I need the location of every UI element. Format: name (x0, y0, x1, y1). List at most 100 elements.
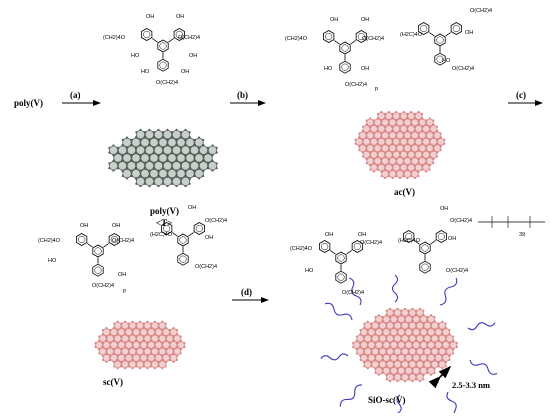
sheet-atom (153, 182, 156, 185)
sheet-atom (131, 359, 134, 362)
sheet-atom (127, 339, 130, 343)
benzene-ring (92, 244, 104, 258)
sheet-atom (184, 128, 187, 131)
sheet-hexagon (106, 347, 115, 356)
sheet-atom (105, 335, 108, 338)
sheet-atom (359, 341, 362, 345)
sheet-atom (417, 145, 421, 148)
sheet-atom (372, 149, 376, 152)
sheet-atom (366, 359, 369, 362)
sheet-atom (128, 361, 131, 364)
sheet-atom (164, 365, 167, 368)
sc-p: p (123, 288, 127, 294)
sheet-hexagon (102, 327, 111, 337)
sheet-atom (152, 136, 156, 139)
ac-chain-right: O(CH2)4 (470, 8, 493, 14)
sheet-hexagon (158, 321, 167, 331)
sheet-atom (415, 352, 418, 356)
sheet-atom (385, 339, 388, 343)
sheet-atom (404, 316, 407, 319)
sheet-atom (172, 339, 175, 343)
sheet-atom (429, 365, 433, 368)
sheet-atom (426, 354, 429, 358)
sheet-atom (402, 123, 405, 127)
sheet-atom (175, 329, 179, 332)
sheet-atom (376, 117, 379, 120)
sheet-hexagon (399, 163, 408, 172)
aromatic-circle (341, 63, 349, 71)
sheet-hexagon (381, 130, 389, 140)
ac-oh-6: HO (442, 58, 451, 64)
sheet-atom (168, 358, 172, 361)
sheet-atom (189, 146, 192, 149)
sheet-atom (139, 170, 142, 173)
sheet-atom (113, 335, 116, 338)
sio-chain-low-right: O(CH2)4 (446, 268, 469, 274)
sheet-atom (143, 152, 147, 155)
benzene-ring (157, 39, 169, 53)
sheet-hexagon (176, 152, 186, 164)
sheet-atom (180, 182, 183, 185)
sheet-atom (184, 138, 187, 142)
sheet-atom (211, 159, 214, 163)
sheet-hexagon (411, 143, 419, 153)
sheet-atom (396, 320, 399, 323)
sheet-atom (117, 146, 120, 149)
sheet-hexagon (167, 137, 177, 148)
sheet-hexagon (154, 353, 163, 363)
aromatic-circle (94, 266, 102, 274)
sheet-hexagon (382, 366, 391, 376)
sheet-hexagon (126, 144, 137, 156)
sheet-atom (374, 320, 377, 323)
sheet-atom (161, 367, 164, 370)
sheet-hexagon (360, 353, 368, 363)
sheet-atom (428, 151, 432, 154)
sheet-hexagon (419, 366, 428, 376)
sheet-atom (395, 170, 398, 174)
sheet-atom (418, 359, 421, 362)
aromatic-circle (159, 61, 167, 69)
sheet-hexagon (384, 124, 393, 134)
sheet-atom (429, 314, 433, 317)
aromatic-circle (421, 263, 429, 271)
sheet-hexagon (194, 168, 204, 179)
sheet-atom (175, 354, 179, 358)
sio-oh-3: HO (305, 268, 314, 274)
sheet-hexagon (433, 130, 442, 140)
sheet-hexagon (122, 152, 132, 164)
sheet-atom (166, 154, 169, 157)
sheet-atom (411, 354, 414, 358)
sheet-atom (380, 170, 383, 174)
sheet-atom (138, 346, 142, 349)
sheet-atom (128, 348, 131, 351)
sheet-atom (393, 335, 396, 338)
sheet-atom (362, 339, 366, 343)
sheet-atom (399, 164, 402, 167)
sheet-atom (150, 348, 153, 351)
sheet-atom (164, 322, 167, 325)
sheet-atom (161, 354, 164, 358)
sheet-hexagon (154, 340, 163, 350)
sheet-atom (410, 119, 413, 122)
sheet-hexagon (171, 129, 182, 140)
sheet-atom (157, 322, 161, 325)
sheet-atom (436, 138, 439, 141)
sheet-atom (172, 335, 175, 338)
sheet-atom (378, 335, 381, 338)
sheet-atom (437, 335, 440, 338)
sheet-atom (373, 132, 376, 135)
sheet-atom (157, 128, 160, 131)
aromatic-circle (163, 224, 171, 233)
sheet-atom (135, 146, 138, 149)
sheet-atom (153, 177, 156, 181)
ac-oh-1: OH (330, 17, 339, 23)
sheet-atom (116, 152, 120, 155)
sheet-atom (131, 354, 134, 358)
sheet-atom (157, 138, 160, 142)
sheet-atom (370, 322, 373, 325)
sheet-atom (407, 352, 410, 356)
sheet-atom (385, 374, 388, 377)
sheet-atom (415, 365, 418, 368)
sheet-atom (193, 174, 196, 178)
sheet-hexagon (185, 152, 195, 164)
